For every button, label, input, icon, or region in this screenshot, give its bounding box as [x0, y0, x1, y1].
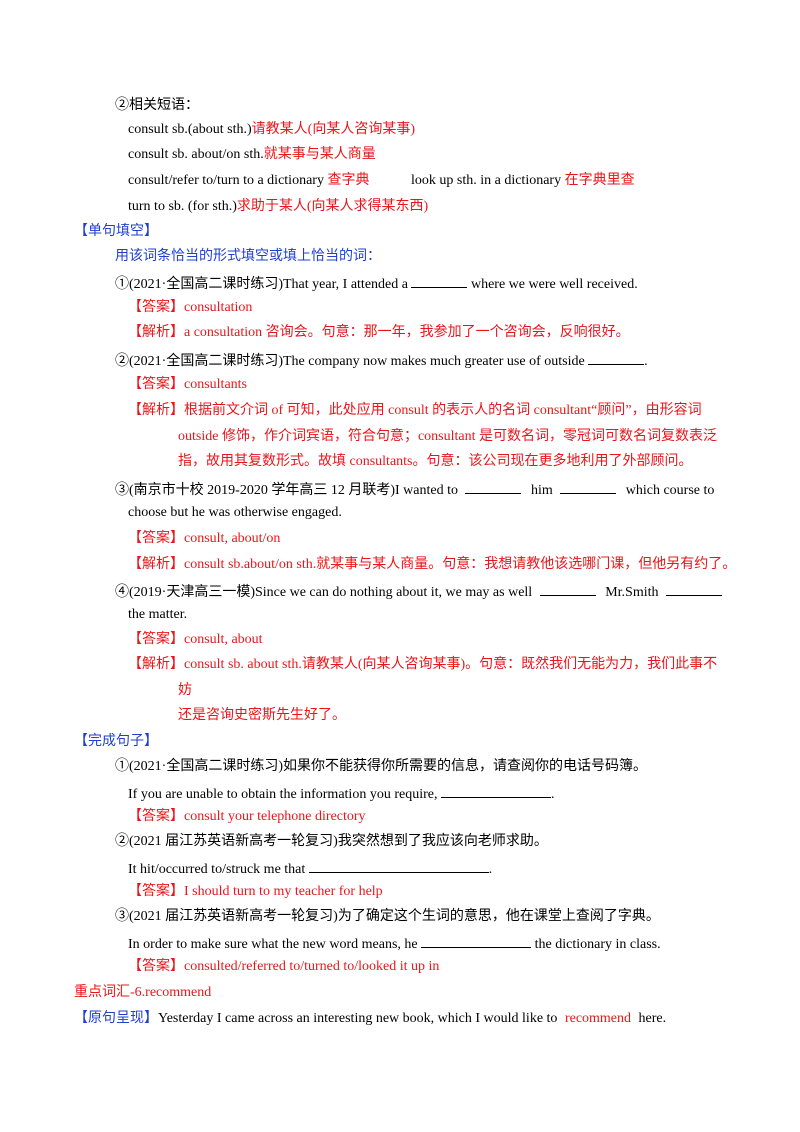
- answer-text: consultants: [184, 377, 247, 392]
- answer-line: 【答案】consultants: [128, 376, 247, 394]
- answer-blank[interactable]: [588, 350, 645, 365]
- analysis-line: 【解析】consult sb. about sth.请教某人(向某人咨询某事)。…: [128, 656, 717, 674]
- phrase-cn: 在字典里查: [564, 173, 635, 188]
- phrase-cn: 就某事与某人商量: [263, 147, 376, 162]
- answer-blank[interactable]: [308, 858, 489, 873]
- complete-sentence-1: If you are unable to obtain the informat…: [128, 783, 554, 804]
- phrase-line-2: consult sb. about/on sth.就某事与某人商量: [128, 146, 376, 164]
- phrase-line-5: turn to sb. (for sth.)求助于某人(向某人求得某东西): [128, 198, 428, 216]
- phrase-en: consult/refer to/turn to a dictionary: [128, 173, 324, 188]
- answer-blank[interactable]: [560, 479, 617, 494]
- fill-question-1: ①(2021·全国高二课时练习)That year, I attended a …: [115, 273, 638, 294]
- analysis-line: 【解析】根据前文介词 of 可知，此处应用 consult 的表示人的名词 co…: [128, 402, 702, 420]
- answer-tag: 【答案】: [128, 809, 184, 824]
- answer-line: 【答案】consult, about: [128, 631, 263, 649]
- vocab-title: 重点词汇-6.recommend: [74, 985, 212, 1000]
- answer-blank[interactable]: [421, 933, 532, 948]
- phrase-en: consult sb.(about sth.): [128, 122, 252, 137]
- analysis-line: 【解析】consult sb.about/on sth.就某事与某人商量。句意：…: [128, 556, 736, 574]
- answer-blank[interactable]: [666, 581, 722, 596]
- analysis-text: 根据前文介词 of 可知，此处应用 consult 的表示人的名词 consul…: [184, 403, 702, 418]
- fill-question-3-cont: choose but he was otherwise engaged.: [128, 505, 342, 520]
- analysis-tag: 【解析】: [128, 325, 184, 340]
- answer-text: consult your telephone directory: [184, 809, 366, 824]
- answer-text: consult, about: [184, 632, 263, 647]
- answer-blank[interactable]: [539, 581, 596, 596]
- section-title-fill: 【单句填空】: [74, 224, 158, 239]
- answer-text: I should turn to my teacher for help: [184, 884, 383, 899]
- fill-question-4: ④(2019·天津高三一模)Since we can do nothing ab…: [115, 581, 722, 602]
- answer-blank[interactable]: [465, 479, 522, 494]
- phrase-cn: 请教某人(向某人咨询某事): [251, 122, 415, 137]
- answer-blank[interactable]: [411, 273, 468, 288]
- analysis-text: consult sb.about/on sth.就某事与某人商量。句意：我想请教…: [184, 557, 737, 572]
- answer-line: 【答案】consult your telephone directory: [128, 808, 366, 826]
- original-sentence: 【原句呈现】Yesterday I came across an interes…: [74, 1011, 667, 1026]
- analysis-text: 还是咨询史密斯先生好了。: [178, 708, 346, 723]
- answer-tag: 【答案】: [128, 377, 184, 392]
- answer-tag: 【答案】: [128, 632, 184, 647]
- analysis-text: consult sb. about sth.请教某人(向某人咨询某事)。句意：既…: [184, 657, 718, 672]
- analysis-text: outside 修饰，作介词宾语，符合句意；consultant 是可数名词，零…: [178, 429, 717, 444]
- answer-tag: 【答案】: [128, 959, 184, 974]
- answer-line: 【答案】consulted/referred to/turned to/look…: [128, 958, 439, 976]
- answer-text: consultation: [184, 300, 253, 315]
- answer-tag: 【答案】: [128, 531, 184, 546]
- phrase-en: consult sb. about/on sth.: [128, 147, 264, 162]
- analysis-tag: 【解析】: [128, 657, 184, 672]
- section-title-complete: 【完成句子】: [74, 734, 158, 749]
- complete-question-1: ①(2021·全国高二课时练习)如果你不能获得你所需要的信息，请查阅你的电话号码…: [115, 759, 647, 774]
- fill-instruction: 用该词条恰当的形式填空或填上恰当的词：: [115, 249, 381, 264]
- fill-question-4-cont: the matter.: [128, 607, 188, 622]
- phrase-en: turn to sb. (for sth.): [128, 199, 237, 214]
- analysis-text: 妨: [178, 683, 192, 698]
- analysis-text: a consultation 咨询会。句意：那一年，我参加了一个咨询会，反响很好…: [184, 325, 630, 340]
- answer-text: consult, about/on: [184, 531, 281, 546]
- original-tag: 【原句呈现】: [74, 1011, 158, 1026]
- phrase-line-1: consult sb.(about sth.)请教某人(向某人咨询某事): [128, 121, 415, 139]
- phrase-line-4: look up sth. in a dictionary 在字典里查: [411, 172, 635, 190]
- analysis-tag: 【解析】: [128, 403, 184, 418]
- analysis-line: 【解析】a consultation 咨询会。句意：那一年，我参加了一个咨询会，…: [128, 324, 630, 342]
- phrase-cn: 求助于某人(向某人求得某东西): [236, 199, 429, 214]
- phrase-line-3: consult/refer to/turn to a dictionary 查字…: [128, 172, 369, 190]
- complete-sentence-2: It hit/occurred to/struck me that .: [128, 858, 492, 879]
- complete-sentence-3: In order to make sure what the new word …: [128, 933, 661, 954]
- phrase-en: look up sth. in a dictionary: [411, 173, 562, 188]
- answer-blank[interactable]: [440, 783, 551, 798]
- analysis-text: 指，故用其复数形式。故填 consultants。句意：该公司现在更多地利用了外…: [178, 454, 693, 469]
- complete-question-3: ③(2021 届江苏英语新高考一轮复习)为了确定这个生词的意思，他在课堂上查阅了…: [115, 909, 660, 924]
- answer-line: 【答案】consultation: [128, 299, 252, 317]
- answer-tag: 【答案】: [128, 884, 184, 899]
- phrase-cn: 查字典: [327, 173, 370, 188]
- complete-question-2: ②(2021 届江苏英语新高考一轮复习)我突然想到了我应该向老师求助。: [115, 834, 548, 849]
- answer-tag: 【答案】: [128, 300, 184, 315]
- analysis-tag: 【解析】: [128, 557, 184, 572]
- fill-question-3: ③(南京市十校 2019-2020 学年高三 12 月联考)I wanted t…: [115, 479, 714, 500]
- answer-line: 【答案】I should turn to my teacher for help: [128, 883, 383, 901]
- answer-text: consulted/referred to/turned to/looked i…: [184, 959, 440, 974]
- answer-line: 【答案】consult, about/on: [128, 530, 280, 548]
- keyword: recommend: [564, 1011, 632, 1026]
- fill-question-2: ②(2021·全国高二课时练习)The company now makes mu…: [115, 350, 648, 371]
- phrases-heading: ②相关短语：: [115, 98, 199, 113]
